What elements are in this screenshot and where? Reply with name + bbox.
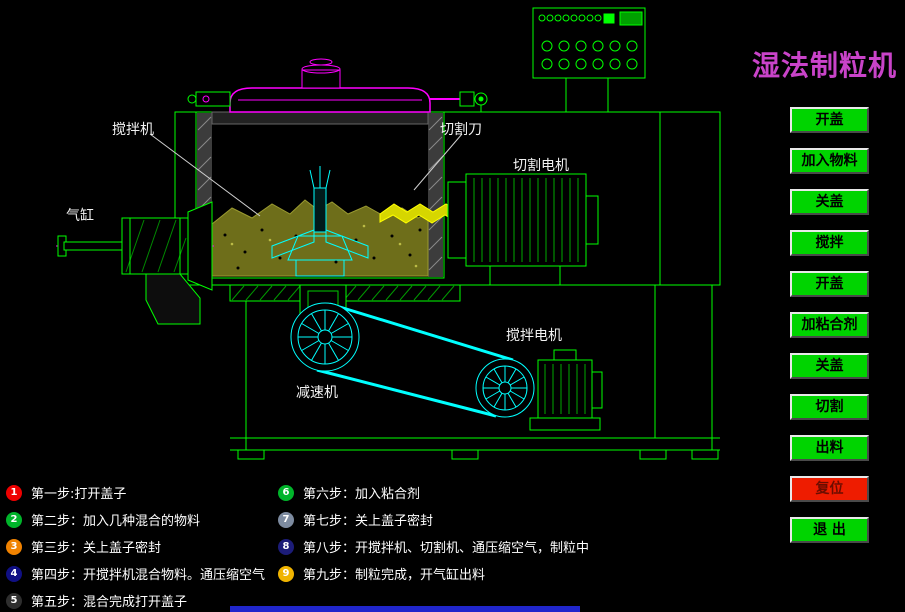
label-mixer: 搅拌机 (112, 122, 154, 138)
step-2: 2 第二步：加入几种混合的物料 (6, 506, 265, 533)
close-lid-button-2[interactable]: 关盖 (790, 353, 869, 379)
label-cutting-motor: 切割电机 (513, 158, 569, 174)
step-3-badge: 3 (6, 538, 22, 555)
step-9: 9 第九步：制粒完成，开气缸出料 (278, 560, 589, 587)
step-8-text: 第八步：开搅拌机、切割机、通压缩空气，制粒中 (303, 541, 590, 556)
material (211, 199, 429, 277)
machine-diagram (56, 7, 721, 460)
open-lid-button-1[interactable]: 开盖 (790, 107, 869, 133)
page-title: 湿法制粒机 (752, 49, 898, 82)
step-4-text: 第四步：开搅拌机混合物料。通压缩空气 (31, 568, 266, 583)
step-list-right: 6 第六步：加入粘合剂 7 第七步：关上盖子密封 8 第八步：开搅拌机、切割机、… (278, 479, 589, 587)
step-9-text: 第九步：制粒完成，开气缸出料 (303, 568, 486, 583)
label-reducer: 减速机 (296, 385, 338, 401)
stirring-motor (529, 349, 603, 431)
step-list-left: 1 第一步:打开盖子 2 第二步：加入几种混合的物料 3 第三步：关上盖子密封 … (6, 479, 265, 612)
step-8-badge: 8 (278, 538, 294, 555)
add-material-button[interactable]: 加入物料 (790, 148, 869, 174)
step-5-text: 第五步：混合完成打开盖子 (31, 595, 188, 610)
lid-assembly (187, 58, 488, 113)
label-air-cylinder: 气缸 (66, 208, 94, 224)
add-binder-button[interactable]: 加粘合剂 (790, 312, 869, 338)
exit-button[interactable]: 退 出 (790, 517, 869, 543)
step-5: 5 第五步：混合完成打开盖子 (6, 587, 265, 612)
step-3-text: 第三步：关上盖子密封 (31, 541, 162, 556)
step-7-text: 第七步：关上盖子密封 (303, 514, 434, 529)
button-column: 开盖 加入物料 关盖 搅拌 开盖 加粘合剂 关盖 切割 出料 复位 退 出 (790, 107, 869, 543)
step-5-badge: 5 (6, 592, 22, 609)
small-pulley (475, 358, 535, 418)
step-1-text: 第一步:打开盖子 (31, 487, 127, 502)
label-stirring-motor: 搅拌电机 (506, 328, 562, 344)
step-1: 1 第一步:打开盖子 (6, 479, 265, 506)
bottom-bar (230, 606, 580, 612)
step-4-badge: 4 (6, 565, 22, 582)
open-lid-button-2[interactable]: 开盖 (790, 271, 869, 297)
impeller (271, 166, 369, 277)
control-panel (532, 7, 646, 113)
step-9-badge: 9 (278, 565, 294, 582)
stir-button[interactable]: 搅拌 (790, 230, 869, 256)
step-7-badge: 7 (278, 511, 294, 528)
step-2-text: 第二步：加入几种混合的物料 (31, 514, 201, 529)
large-pulley (290, 302, 360, 372)
reset-button[interactable]: 复位 (790, 476, 869, 502)
step-1-badge: 1 (6, 484, 22, 501)
drive-belt (316, 302, 514, 418)
base-frame (230, 285, 720, 460)
close-lid-button-1[interactable]: 关盖 (790, 189, 869, 215)
step-4: 4 第四步：开搅拌机混合物料。通压缩空气 (6, 560, 265, 587)
label-cutter: 切割刀 (440, 122, 482, 138)
discharge-button[interactable]: 出料 (790, 435, 869, 461)
step-3: 3 第三步：关上盖子密封 (6, 533, 265, 560)
step-6-badge: 6 (278, 484, 294, 501)
step-2-badge: 2 (6, 511, 22, 528)
step-7: 7 第七步：关上盖子密封 (278, 506, 589, 533)
cut-button[interactable]: 切割 (790, 394, 869, 420)
air-cylinder (56, 201, 214, 325)
step-6-text: 第六步：加入粘合剂 (303, 487, 421, 502)
step-6: 6 第六步：加入粘合剂 (278, 479, 589, 506)
cutting-motor (447, 173, 599, 286)
step-8: 8 第八步：开搅拌机、切割机、通压缩空气，制粒中 (278, 533, 589, 560)
leader-lines (149, 133, 463, 217)
